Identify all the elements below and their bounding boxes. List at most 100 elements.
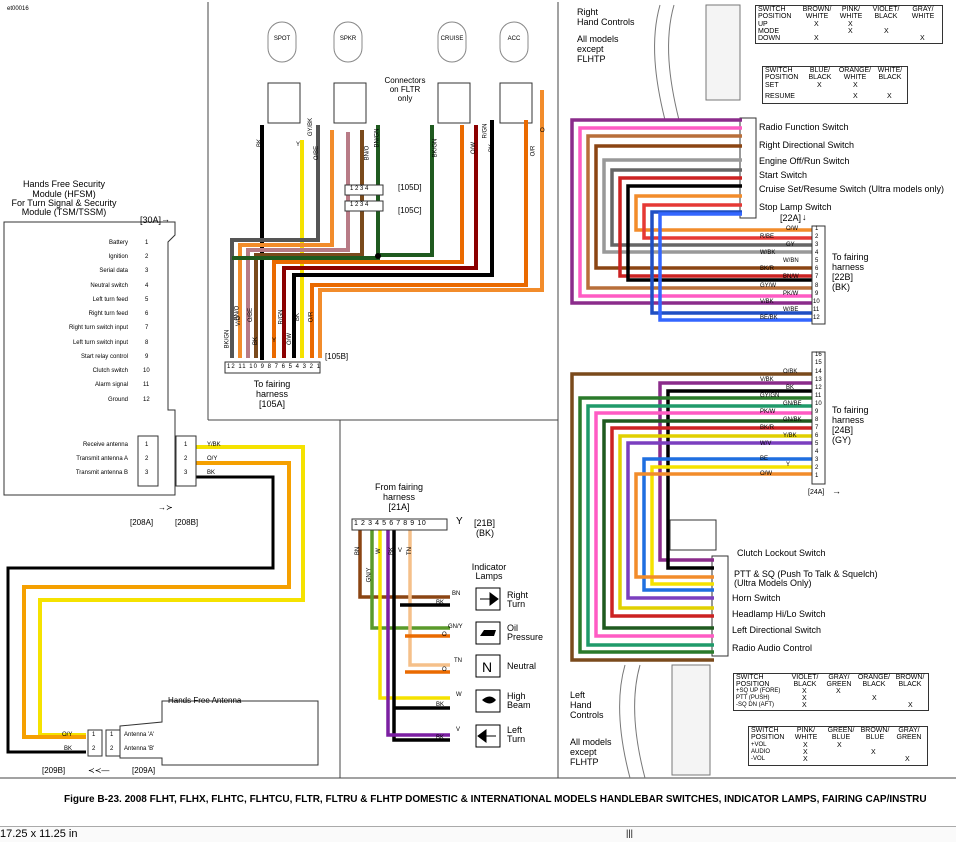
connector-arrow-icon: →≻ [158,503,173,512]
hfsm-pin-num: 6 [145,311,149,317]
wire-pin-num: 3 [815,457,819,463]
hfsm-pin-name: Start relay control [80,354,128,360]
table-row-label: SET [765,82,779,89]
table-cell: X [853,82,858,89]
table-header: SWITCH POSITION [765,67,799,81]
hfsm-pin-name: Ground [107,397,128,403]
table-cell: X [803,742,808,749]
wire-label: O/R [308,311,315,323]
wire-pin-num: 2 [815,465,819,471]
connector-208a-label: [208A] [130,518,154,527]
hfsm-pin-name: Right turn feed [88,311,128,317]
acc-switch-label: ACC [507,36,521,42]
hfsm-pin-num: 2 [145,254,149,260]
scrollbar-grip[interactable]: ||| [626,828,634,838]
wire-pin-num: 10 [813,299,820,305]
connector-24b-body [811,351,826,485]
wire-label: BN/W [783,274,799,280]
wire-label: R/GN [482,123,489,139]
table-row-label: MODE [758,28,779,35]
wire-label: GY/BK [308,117,315,137]
right-controls-models: except [577,44,604,54]
connector-208b-label: [208B] [175,518,199,527]
table-row-label: RESUME [765,93,795,100]
table-header: PINK/ WHITE [794,727,818,741]
hfsm-title-line: Module (TSM/TSSM) [21,207,107,217]
wire-label: O/R [530,145,537,157]
left-controls-models: except [570,747,597,757]
wire-pin-num: 7 [815,425,819,431]
lamp-wire-1: V [456,727,461,733]
arrow-up-icon: ↓ [802,212,807,222]
wire-label: R/BE [760,234,775,240]
high-beam-lamp-label: High [507,691,526,701]
connector-arrow-icon: ≺≺— [88,766,110,775]
table-header: VIOLET/ BLACK [791,674,819,688]
wire-pin-num: 8 [815,417,819,423]
to-harness-22b: (BK) [832,282,850,292]
wire-pin-num: 10 [815,401,822,407]
table-cell: X [872,695,877,702]
table-header: BLUE/ BLACK [808,67,832,81]
hfsm-pin-name: Left turn switch input [72,340,128,346]
status-bar: 17.25 x 11.25 in ||| [0,826,956,842]
left-handlebar-sketch [619,664,711,779]
wire-label: BE [760,456,769,462]
antenna-pin-name: Transmit antenna A [76,456,128,462]
wire-label: Y [296,142,301,148]
left-controls-title: Left [570,690,586,700]
wire-label: W/BK [760,250,776,256]
wire-label: BN [355,546,362,556]
table-header: BROWN/ BLACK [895,674,925,688]
wire-pin-num: 5 [815,258,819,264]
right-handlebar-sketch [654,4,741,121]
table-header: SWITCH POSITION [736,674,770,688]
wire-pin-num: 9 [815,291,819,297]
wire-pin-num: 12 [813,315,820,321]
table-cell: X [837,742,842,749]
arrow-right-icon: → [161,214,170,224]
start-switch-label: Start Switch [759,170,808,180]
oil-pressure-lamp-label: Oil [507,623,518,633]
left-controls-models: All models [570,737,612,747]
page-size-readout: 17.25 x 11.25 in [0,828,78,840]
antenna-wire-label: O/Y [207,456,218,462]
wire-label: PK/W [760,409,776,415]
indicator-lamps-title: Lamps [475,571,503,581]
to-harness-24b: (GY) [832,435,851,445]
wire-pin-num: 15 [815,360,822,366]
from-fairing-harness: harness [382,492,416,502]
wire-label: GN/BK [783,417,802,423]
wire-label: W/V [760,441,772,447]
table-row-label: +SQ UP (FORE) [736,688,781,694]
antenna-pin-label: Antenna 'A' [124,732,155,738]
lamp-wire-1: W [456,692,462,698]
table-header: SWITCH POSITION [751,727,785,741]
left-switch-table-1: SWITCH POSITION VIOLET/ BLACK GRAY/ GREE… [733,673,929,711]
lamp-wire-1: GN/Y [448,624,463,630]
table-header: PINK/ WHITE [839,6,863,20]
left-controls-title: Hand [570,700,592,710]
wire-pin-num: 14 [815,369,822,375]
mini-connector-pins: 1 2 3 4 [350,186,369,192]
from-fairing-harness: From fairing [374,482,423,492]
antenna-wire-label: BK [64,746,73,752]
table-header: WHITE/ BLACK [877,67,903,81]
to-fairing-harness-note: To fairing [253,379,291,389]
table-row-label: -VOL [751,756,766,762]
wire-pin-num: 16 [815,352,822,358]
table-row-label: +VOL [751,742,767,748]
table-cell: X [887,93,892,100]
wire-pin-num: 11 [815,393,822,399]
high-beam-lamp-label: Beam [507,700,531,710]
antenna-pin-name: Transmit antenna B [75,470,128,476]
antenna-pin-num: 1 [92,732,96,738]
wire-label: GY/GN [760,393,780,399]
wire-pin-num: 1 [815,473,819,479]
antenna-pin-num: 2 [92,746,96,752]
table-header: GRAY/ GREEN [896,727,922,741]
wire-label: O/W [786,226,798,232]
wire-label: PK/W [783,291,799,297]
figure-caption: Figure B-23. 2008 FLHT, FLHX, FLHTC, FLH… [64,794,927,805]
wire-pin-num: 1 [815,226,819,232]
